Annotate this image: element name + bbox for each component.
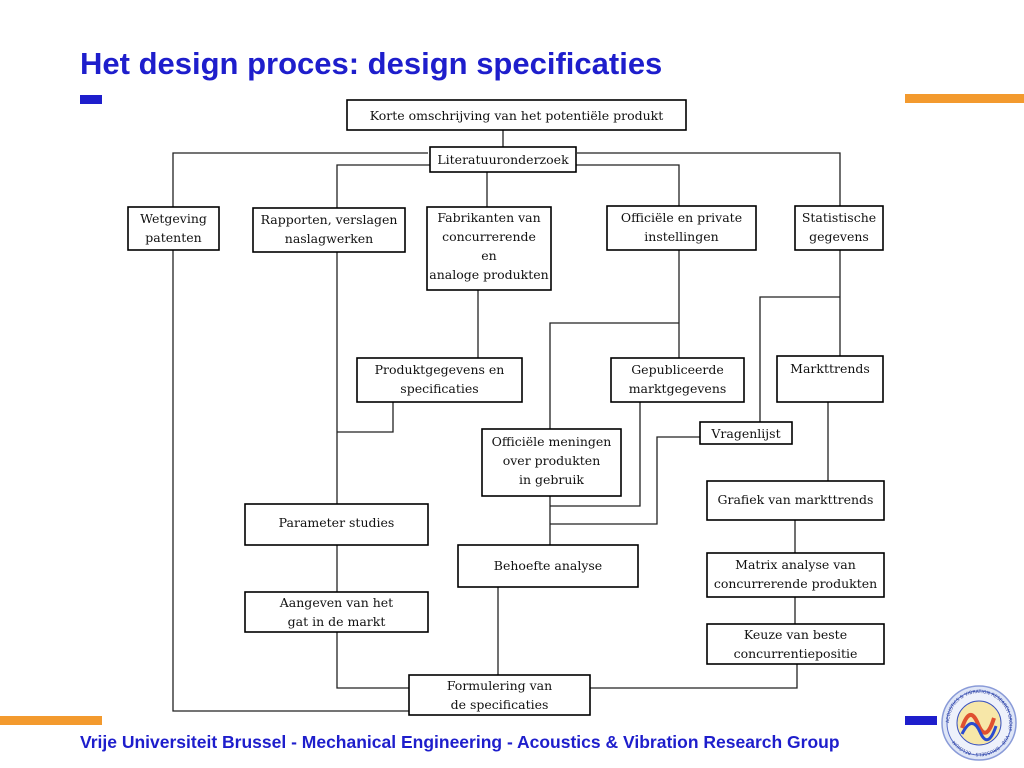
box-keuze-line1: Keuze van beste — [744, 627, 847, 642]
box-wetgeving-line2: patenten — [145, 230, 201, 245]
box-formulering-line1: Formulering van — [447, 678, 552, 693]
box-fabrikanten-line3: en — [481, 248, 496, 263]
box-korte-omschrijving: Korte omschrijving van het potentiële pr… — [346, 99, 687, 131]
box-produktgegevens: Produktgegevens en specificaties — [356, 357, 523, 403]
box-aangeven-line2: gat in de markt — [288, 614, 386, 629]
box-fabrikanten-line1: Fabrikanten van — [437, 210, 540, 225]
box-gepubliceerde-line2: marktgegevens — [629, 381, 727, 396]
box-statistische-line2: gegevens — [809, 229, 869, 244]
box-wetgeving: Wetgeving patenten — [127, 206, 220, 251]
box-grafiek-label: Grafiek van markttrends — [718, 492, 874, 507]
box-behoefte-label: Behoefte analyse — [494, 558, 602, 573]
box-formulering-line2: de specificaties — [451, 697, 549, 712]
box-vragenlijst-label: Vragenlijst — [710, 426, 780, 441]
box-gepubliceerde-line1: Gepubliceerde — [631, 362, 724, 377]
box-aangeven-line1: Aangeven van het — [279, 595, 393, 610]
box-statistische-line1: Statistische — [802, 210, 876, 225]
box-markttrends-label: Markttrends — [790, 361, 870, 376]
box-meningen-line3: in gebruik — [519, 472, 584, 487]
connector-keuze-formulering — [590, 664, 798, 689]
box-fabrikanten-line4: analoge produkten — [429, 267, 548, 282]
footer-accent-bar-right — [905, 716, 937, 725]
box-matrix-line2: concurrerende produkten — [714, 576, 877, 591]
box-produktgegevens-line2: specificaties — [400, 381, 478, 396]
box-officiele-instellingen-line2: instellingen — [644, 229, 718, 244]
box-fabrikanten: Fabrikanten van concurrerende en analoge… — [426, 206, 552, 291]
box-fabrikanten-line2: concurrerende — [442, 229, 536, 244]
box-parameter-label: Parameter studies — [279, 515, 395, 530]
box-officiele-instellingen-line1: Officiële en private — [621, 210, 742, 225]
box-gepubliceerde-marktgegevens: Gepubliceerde marktgegevens — [610, 357, 745, 403]
footer-text: Vrije Universiteit Brussel - Mechanical … — [80, 732, 840, 752]
connector-gepubliceerde-behoefte — [550, 402, 641, 507]
box-officiele-meningen: Officiële meningen over produkten in geb… — [481, 428, 622, 497]
slide-title: Het design proces: design specificaties — [80, 46, 663, 81]
box-meningen-line1: Officiële meningen — [492, 434, 612, 449]
research-group-logo: ACOUSTICS & VIBRATION RESEARCH GROUP · V… — [941, 685, 1017, 761]
box-wetgeving-line1: Wetgeving — [140, 211, 207, 226]
title-accent-bar-right — [905, 94, 1024, 103]
connector-statistische-vragenlijst — [759, 296, 840, 422]
connector-produktgegevens-left — [337, 402, 394, 433]
footer-accent-bar-left — [0, 716, 102, 725]
box-keuze-line2: concurrentiepositie — [734, 646, 858, 661]
connector-vragenlijst-behoefte — [550, 436, 700, 525]
box-aangeven-gat: Aangeven van het gat in de markt — [244, 591, 429, 633]
box-officiele-instellingen: Officiële en private instellingen — [606, 205, 757, 251]
box-parameter-studies: Parameter studies — [244, 503, 429, 546]
box-meningen-line2: over produkten — [503, 453, 601, 468]
box-grafiek-markttrends: Grafiek van markttrends — [706, 480, 885, 521]
box-rapporten-line2: naslagwerken — [285, 231, 373, 246]
box-rapporten-line1: Rapporten, verslagen — [261, 212, 398, 227]
title-accent-bar-left — [80, 95, 102, 104]
connector-literatuur-branches — [172, 152, 841, 207]
box-keuze-concurrentiepositie: Keuze van beste concurrentiepositie — [706, 623, 885, 665]
box-produktgegevens-line1: Produktgegevens en — [375, 362, 505, 377]
connector-literatuur-inner-branches — [336, 164, 680, 208]
box-vragenlijst: Vragenlijst — [699, 421, 793, 445]
connector-wetgeving-formulering — [172, 250, 410, 712]
box-literatuuronderzoek: Literatuuronderzoek — [429, 146, 577, 173]
box-literatuuronderzoek-label: Literatuuronderzoek — [437, 152, 569, 167]
box-markttrends: Markttrends — [776, 355, 884, 403]
connector-rapporten-down — [336, 252, 410, 689]
box-rapporten: Rapporten, verslagen naslagwerken — [252, 207, 406, 253]
box-behoefte-analyse: Behoefte analyse — [457, 544, 639, 588]
box-statistische-gegevens: Statistische gegevens — [794, 205, 884, 251]
box-korte-omschrijving-label: Korte omschrijving van het potentiële pr… — [370, 108, 664, 123]
box-formulering-specificaties: Formulering van de specificaties — [408, 674, 591, 716]
box-matrix-analyse: Matrix analyse van concurrerende produkt… — [706, 552, 885, 598]
box-matrix-line1: Matrix analyse van — [735, 557, 856, 572]
